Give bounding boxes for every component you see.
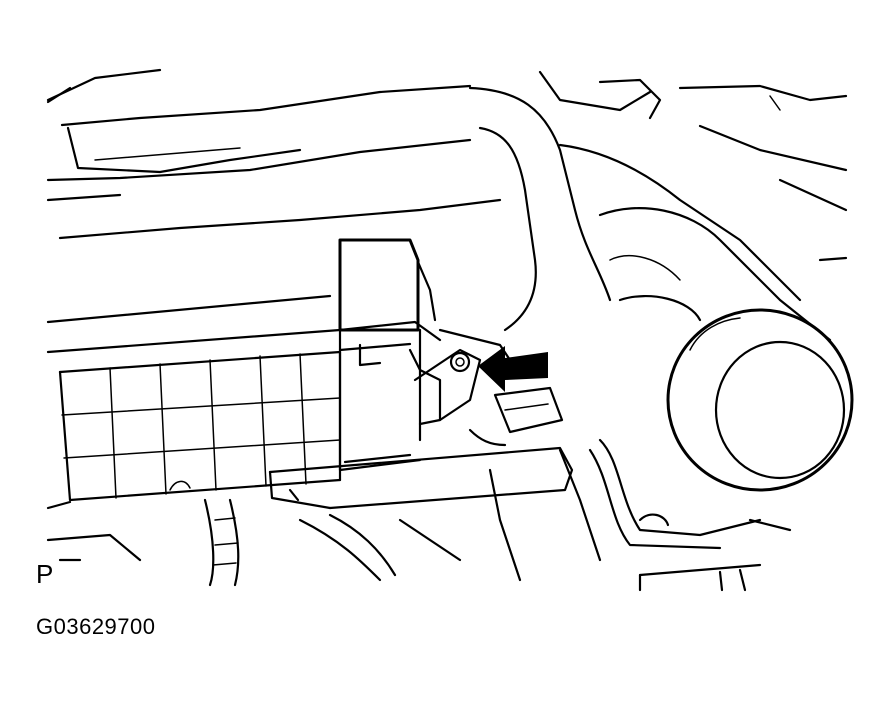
control-module [338,238,442,472]
fuse-panel-grid [46,294,342,510]
upper-hose [468,86,832,342]
mounting-bracket [413,328,512,426]
upper-structure [46,68,848,262]
connector-clip [468,386,564,447]
lower-wiring [46,438,792,592]
bolt-icon [449,351,471,373]
view-marker-label: P [36,559,54,589]
figure-code-label: G03629700 [36,614,156,639]
air-intake-duct [666,308,854,492]
cross-member [268,446,602,562]
arrow-icon [478,346,548,392]
